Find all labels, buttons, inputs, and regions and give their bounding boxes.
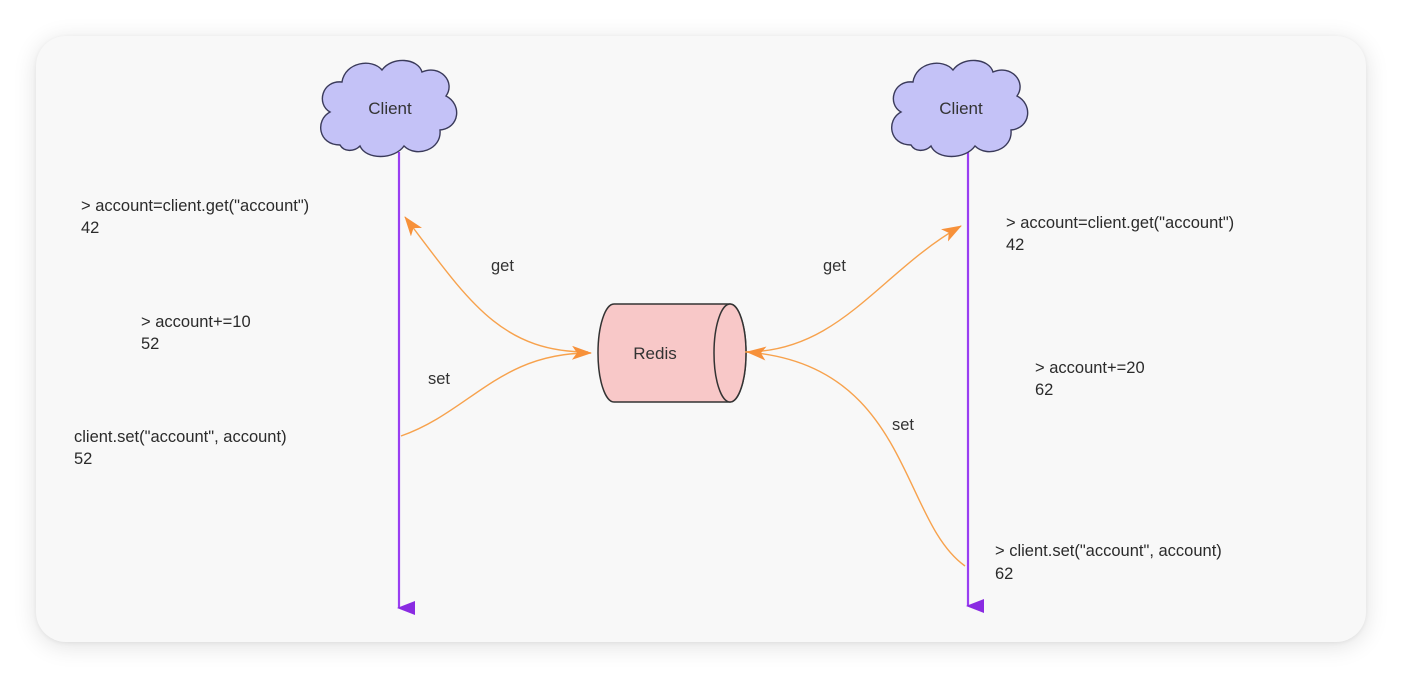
right-set-arrow: [746, 346, 966, 567]
database-cap: [713, 303, 747, 403]
right-get-label: get: [823, 257, 846, 275]
right-get-result: 42: [1006, 236, 1024, 254]
left-set-arrow: [400, 345, 592, 437]
cloud-icon: [320, 59, 458, 158]
client-left-label: Client: [368, 99, 412, 118]
left-get-result: 42: [81, 219, 99, 237]
right-get-arrow: [744, 225, 962, 353]
left-set-command: client.set("account", account): [74, 428, 287, 446]
right-incr-command: > account+=20: [1035, 359, 1145, 377]
right-set-command: > client.set("account", account): [995, 542, 1222, 560]
left-get-arrow: [404, 216, 589, 353]
client-right-node: Client: [891, 59, 1029, 158]
left-get-command: > account=client.get("account"): [81, 197, 309, 215]
left-set-result: 52: [74, 450, 92, 468]
redis-label: Redis: [633, 344, 676, 363]
redis-node: Redis: [597, 303, 747, 403]
right-incr-result: 62: [1035, 381, 1053, 399]
right-set-result: 62: [995, 565, 1013, 583]
left-incr-command: > account+=10: [141, 313, 251, 331]
left-incr-result: 52: [141, 335, 159, 353]
left-get-label: get: [491, 257, 514, 275]
right-get-command: > account=client.get("account"): [1006, 214, 1234, 232]
cloud-icon: [891, 59, 1029, 158]
client-left-node: Client: [320, 59, 458, 158]
right-set-label: set: [892, 416, 914, 434]
left-set-label: set: [428, 370, 450, 388]
client-right-label: Client: [939, 99, 983, 118]
